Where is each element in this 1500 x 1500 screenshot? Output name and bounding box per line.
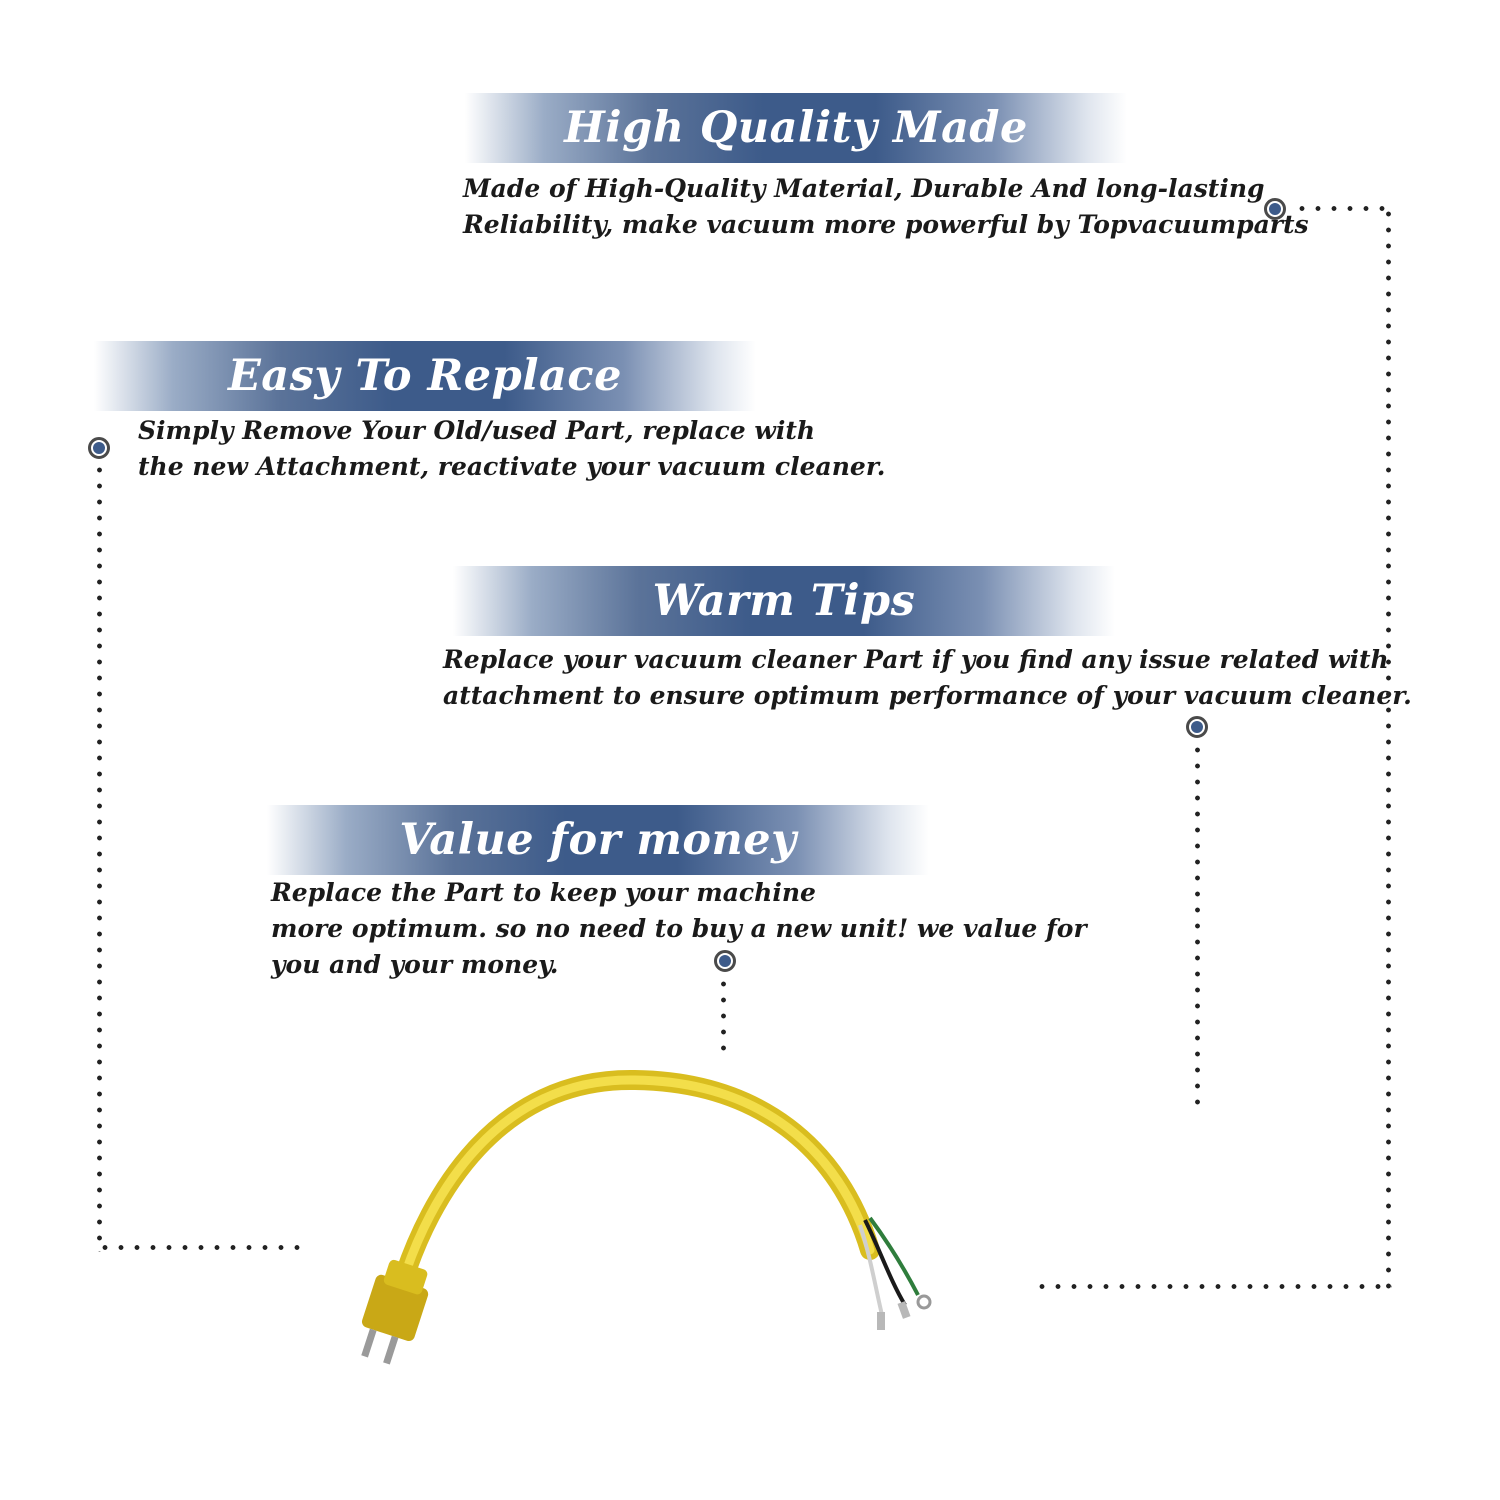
description-line: Reliability, make vacuum more powerful b… [463, 210, 1309, 239]
banner-warm-tips: Warm Tips [453, 566, 1115, 636]
banner-high-quality: High Quality Made [465, 93, 1127, 163]
description-line: the new Attachment, reactivate your vacu… [138, 452, 886, 481]
section-description-easy-to-replace: Simply Remove Your Old/used Part, replac… [138, 413, 885, 485]
marker-dot-icon [714, 950, 736, 972]
description-line: you and your money. [271, 950, 559, 979]
section-description-high-quality: Made of High-Quality Material, Durable A… [463, 171, 1309, 243]
description-line: Simply Remove Your Old/used Part, replac… [138, 416, 816, 445]
section-description-warm-tips: Replace your vacuum cleaner Part if you … [443, 642, 1412, 714]
description-line: Replace your vacuum cleaner Part if you … [443, 645, 1389, 674]
description-line: Replace the Part to keep your machine [271, 878, 816, 907]
dotted-connector [97, 1245, 301, 1250]
section-title: Easy To Replace [228, 351, 622, 401]
dotted-connector [97, 462, 102, 1252]
banner-easy-to-replace: Easy To Replace [94, 341, 756, 411]
dotted-connector [1294, 206, 1390, 211]
dotted-connector [1195, 742, 1200, 1108]
marker-dot-icon [1186, 716, 1208, 738]
dotted-connector [721, 976, 726, 1056]
section-title: High Quality Made [564, 103, 1028, 153]
section-title: Warm Tips [652, 576, 916, 626]
banner-value-for-money: Value for money [267, 805, 929, 875]
section-title: Value for money [399, 815, 797, 865]
power-cord-icon [361, 1069, 932, 1365]
description-line: attachment to ensure optimum performance… [443, 681, 1412, 710]
marker-dot-icon [88, 437, 110, 459]
description-line: more optimum. so no need to buy a new un… [271, 914, 1087, 943]
marker-dot-icon [1264, 198, 1286, 220]
section-description-value-for-money: Replace the Part to keep your machine mo… [271, 875, 1087, 983]
description-line: Made of High-Quality Material, Durable A… [463, 174, 1265, 203]
dotted-connector [1034, 1284, 1392, 1289]
dotted-connector [1386, 206, 1391, 1292]
